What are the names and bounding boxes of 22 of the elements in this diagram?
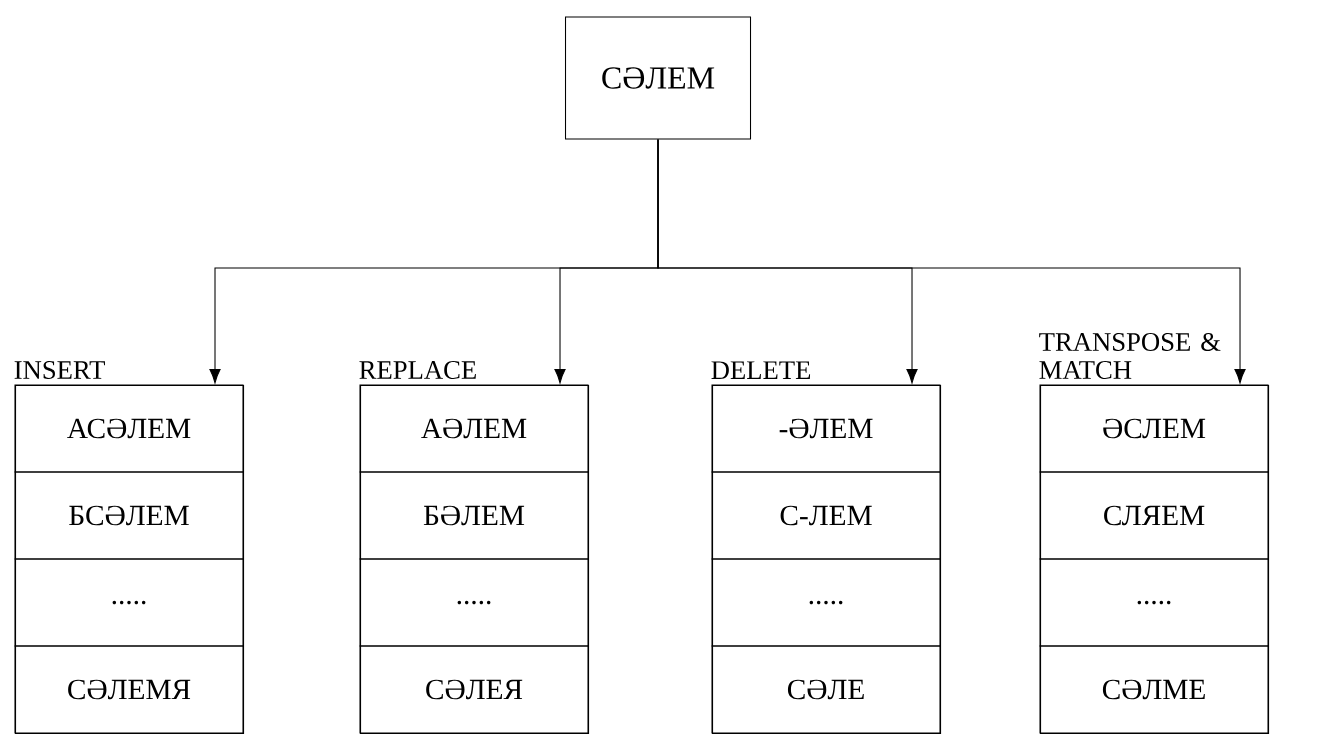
word-cell: .....: [14, 558, 244, 647]
word-cell: .....: [1039, 558, 1269, 647]
word-cell: СӘЛЕМЯ: [14, 645, 244, 734]
word-cell: .....: [711, 558, 941, 647]
node-label: DELETE: [711, 361, 811, 379]
word-cell: СӘЛЕЯ: [359, 645, 589, 734]
node-label: TRANSPOSE & MATCH: [1039, 332, 1221, 379]
word-cell: БСӘЛЕМ: [14, 471, 244, 560]
node-label: REPLACE: [359, 361, 476, 379]
word-cell: С-ЛЕМ: [711, 471, 941, 560]
word-cell: .....: [359, 558, 589, 647]
word-cell: БӘЛЕМ: [359, 471, 589, 560]
word-box: СӘЛЕМ: [564, 16, 752, 140]
node-label: INSERT: [14, 361, 105, 379]
word-cell: СӘЛМЕ: [1039, 645, 1269, 734]
word-cell: СӘЛЕ: [711, 645, 941, 734]
word-cell: -ӘЛЕМ: [711, 384, 941, 473]
word-cell: АӘЛЕМ: [359, 384, 589, 473]
word-cell: АСӘЛЕМ: [14, 384, 244, 473]
word-cell: СЛЯЕМ: [1039, 471, 1269, 560]
arrow: [657, 139, 1246, 384]
word-cell: ӘСЛЕМ: [1039, 384, 1269, 473]
